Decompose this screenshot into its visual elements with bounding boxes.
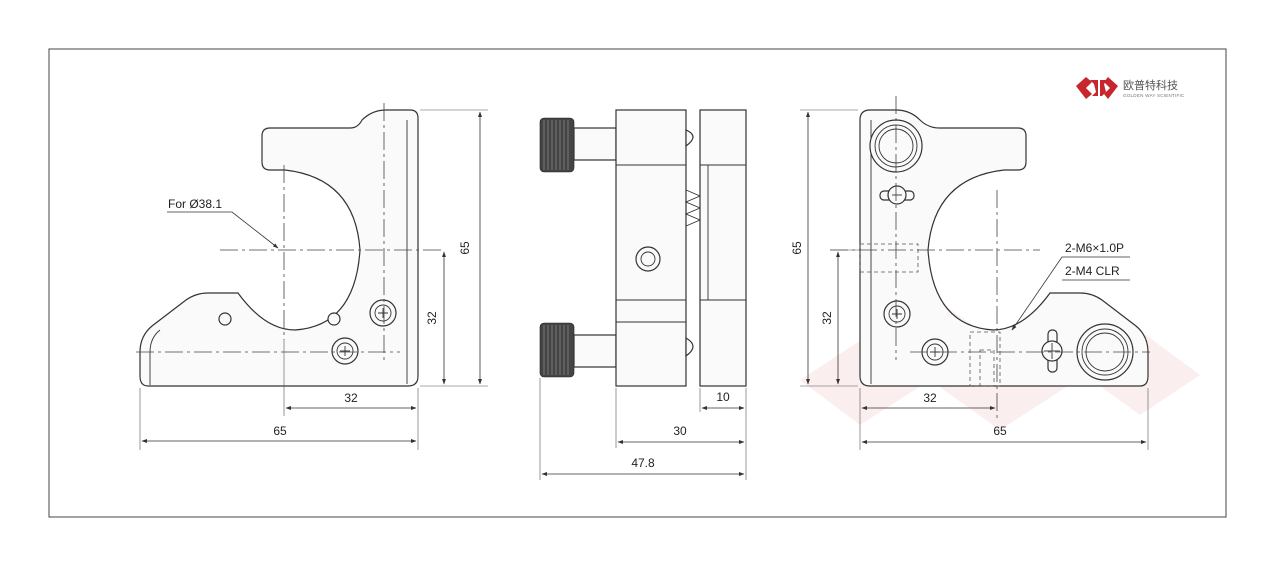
mount-body-rear	[859, 109, 1149, 387]
front-view: For Ø38.1 65 32 32 65	[136, 103, 488, 450]
front-width-dimension: 65	[273, 424, 287, 438]
total-depth-dimension: 47.8	[631, 456, 655, 470]
front-center-height-dimension: 32	[425, 311, 439, 325]
front-plate-depth-dimension: 10	[716, 390, 730, 404]
clearance-callout: 2-M4 CLR	[1065, 264, 1120, 278]
front-center-width-dimension: 32	[344, 391, 358, 405]
mounting-screw-front-2	[331, 337, 359, 365]
rear-height-dimension: 65	[790, 241, 804, 255]
brand-logo: 欧普特科技 GOLDEN WAY SCIENTIFIC	[1076, 77, 1185, 99]
mount-body-front	[139, 109, 419, 387]
body-depth-dimension: 30	[673, 424, 687, 438]
mounting-screw-rear-1	[883, 300, 911, 328]
lock-tab-top	[879, 185, 915, 205]
drawing-frame	[48, 48, 1227, 518]
rear-view: 2-M6×1.0P 2-M4 CLR 65 32 32 65	[790, 96, 1150, 450]
spring	[684, 189, 702, 227]
brand-mark-icon	[1076, 77, 1118, 99]
rear-center-height-dimension: 32	[820, 311, 834, 325]
side-front-plate	[699, 109, 747, 387]
brand-name-en: GOLDEN WAY SCIENTIFIC	[1123, 93, 1185, 98]
side-view: 10 30 47.8	[539, 109, 747, 480]
brand-name-cn: 欧普特科技	[1123, 78, 1178, 92]
front-height-dimension: 65	[458, 241, 472, 255]
rear-width-dimension: 65	[993, 424, 1007, 438]
adjuster-knob-top	[539, 117, 617, 173]
mounting-screw-front-1	[369, 299, 397, 327]
adjuster-knob-bottom	[539, 322, 617, 378]
hole-size-callout: For Ø38.1	[168, 197, 222, 211]
thread-callout: 2-M6×1.0P	[1065, 241, 1124, 255]
lock-tab-bottom	[1041, 329, 1063, 373]
rear-center-width-dimension: 32	[923, 391, 937, 405]
